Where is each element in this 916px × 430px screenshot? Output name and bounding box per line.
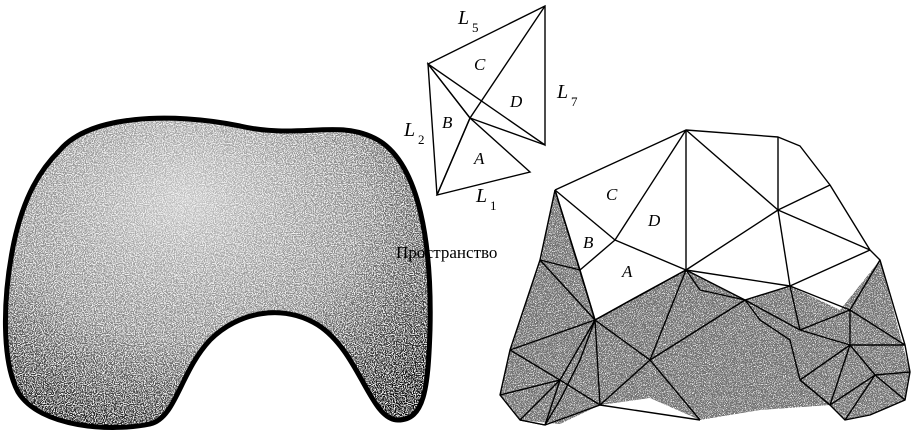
label-A: A (473, 149, 485, 168)
label-L2-sub: 2 (418, 132, 425, 147)
label-L5: L (457, 7, 469, 29)
label-L5-sub: 5 (472, 20, 479, 35)
label-C: C (474, 55, 486, 74)
label-L7: L (556, 81, 568, 103)
mesh-label-B: B (583, 233, 594, 252)
label-B: B (442, 113, 453, 132)
label-D: D (509, 92, 523, 111)
label-L1-sub: 1 (490, 198, 497, 213)
label-L2: L (403, 119, 415, 141)
label-L1: L (475, 185, 487, 207)
triangulated-mesh (490, 130, 916, 430)
mesh-labels: C D B A (583, 185, 661, 281)
label-L7-sub: 7 (571, 94, 578, 109)
space-caption: Пространство (396, 243, 497, 262)
shaded-blob (0, 100, 440, 430)
mesh-label-A: A (621, 262, 633, 281)
mesh-label-D: D (647, 211, 661, 230)
mesh-label-C: C (606, 185, 618, 204)
triangle-fragment (428, 6, 545, 195)
